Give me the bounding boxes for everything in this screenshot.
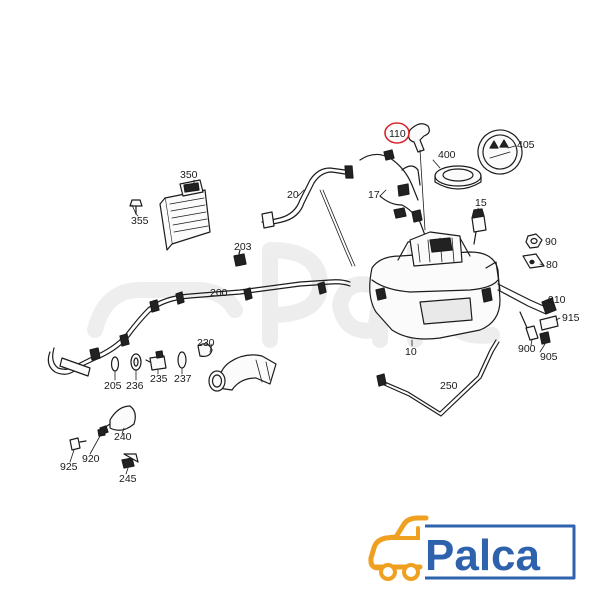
callout-15: 15 (475, 197, 487, 209)
part-240-sensor (99, 405, 136, 435)
callout-245: 245 (119, 473, 137, 485)
callout-250: 250 (440, 380, 458, 392)
part-235-valve (145, 350, 167, 371)
part-203-connector (233, 249, 247, 267)
callout-205: 205 (104, 380, 122, 392)
callout-240: 240 (114, 431, 132, 443)
callout-labels: 110 400 405 350 20 17 15 355 203 200 90 … (60, 128, 580, 485)
part-110-wrench (408, 123, 430, 231)
callout-405: 405 (517, 139, 535, 151)
part-925-plug (69, 437, 87, 451)
callout-230: 230 (197, 337, 215, 349)
part-80-clip (522, 253, 545, 269)
callout-20: 20 (287, 189, 299, 201)
part-20-fuel-line (261, 165, 354, 229)
callout-200: 200 (210, 287, 228, 299)
callout-920: 920 (82, 453, 100, 465)
part-350-ecu (159, 179, 211, 251)
callout-17: 17 (368, 189, 380, 201)
part-205-seal (110, 356, 120, 372)
palca-logo-text: Palca (425, 531, 541, 580)
palca-logo: Palca (368, 515, 576, 581)
callout-915: 915 (562, 312, 580, 324)
callout-10: 10 (405, 346, 417, 358)
part-15-valve (471, 208, 487, 245)
part-237-ring (177, 351, 187, 369)
part-200-fuel-line (47, 279, 351, 377)
part-90-nut (525, 233, 543, 249)
callout-910: 910 (548, 294, 566, 306)
part-245-bracket (121, 453, 139, 469)
part-405-cover-cap (477, 129, 523, 175)
callout-203: 203 (234, 241, 252, 253)
highlight-circle-110 (384, 122, 410, 144)
part-236-ring (130, 353, 142, 371)
callout-905: 905 (540, 351, 558, 363)
callout-110: 110 (389, 128, 406, 140)
part-10-fuel-tank (369, 231, 501, 340)
callout-90: 90 (545, 236, 557, 248)
part-230-filler-neck (197, 343, 277, 392)
callout-350: 350 (180, 169, 198, 181)
callout-900: 900 (518, 343, 536, 355)
palca-logo-frame (425, 524, 576, 580)
callout-400: 400 (438, 149, 456, 161)
callout-355: 355 (131, 215, 149, 227)
part-tank-vent-line (497, 283, 559, 345)
part-17-wire-harness (319, 149, 427, 267)
leader-lines (69, 145, 561, 475)
palca-car-icon (368, 515, 429, 581)
part-920-cap (97, 428, 106, 437)
callout-235: 235 (150, 373, 168, 385)
callout-236: 236 (126, 380, 144, 392)
callout-80: 80 (546, 259, 558, 271)
part-355-bolt (129, 199, 143, 215)
callout-925: 925 (60, 461, 78, 473)
callout-237: 237 (174, 373, 192, 385)
part-400-seal-ring (434, 165, 482, 190)
part-250-tank-strap (376, 339, 500, 417)
